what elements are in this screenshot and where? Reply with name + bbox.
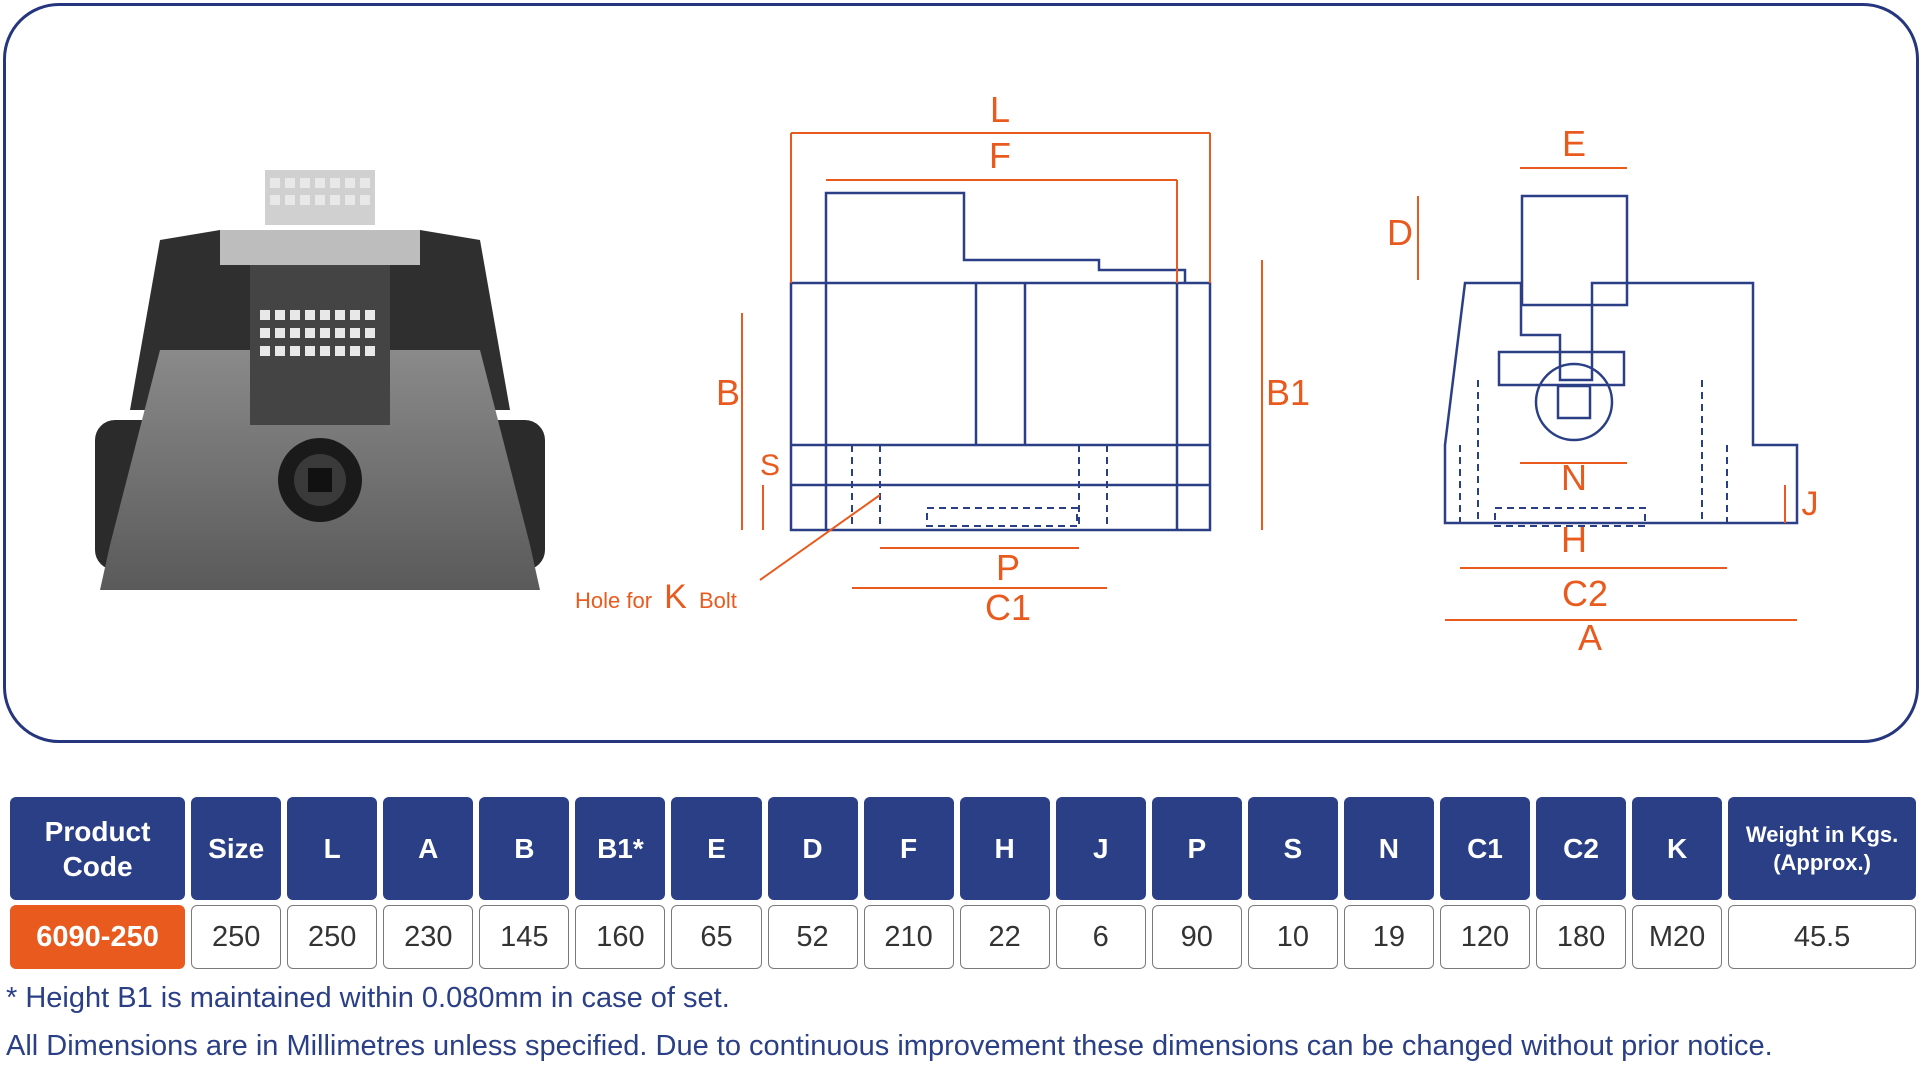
dim-label-B1: B1 <box>1266 372 1310 413</box>
header-k: K <box>1632 797 1723 900</box>
side-view-jaw <box>824 191 1187 283</box>
header-p: P <box>1151 797 1242 900</box>
cell-c2: 180 <box>1536 905 1627 969</box>
spec-table: Product Code Size L A B B1* E D F H J P … <box>4 797 1922 969</box>
dim-label-C2: C2 <box>1562 573 1608 614</box>
header-l: L <box>287 797 378 900</box>
table-row: 6090-250 250 250 230 145 160 65 52 210 2… <box>10 905 1916 969</box>
dim-label-J: J <box>1802 485 1819 523</box>
footnote-dimensions: All Dimensions are in Millimetres unless… <box>6 1030 1773 1062</box>
cell-p: 90 <box>1151 905 1242 969</box>
dim-label-E: E <box>1562 123 1586 164</box>
front-view-body <box>1443 281 1799 525</box>
cell-a: 230 <box>383 905 474 969</box>
header-a: A <box>383 797 474 900</box>
cell-b: 145 <box>479 905 570 969</box>
cell-b1: 160 <box>575 905 666 969</box>
header-weight: Weight in Kgs. (Approx.) <box>1728 797 1916 900</box>
cell-weight: 45.5 <box>1728 905 1916 969</box>
dim-label-N: N <box>1561 457 1587 498</box>
header-b1: B1* <box>575 797 666 900</box>
technical-drawing: L F B B1 S P C1 E D N H J C2 A Hole for … <box>575 89 1819 658</box>
header-b: B <box>479 797 570 900</box>
dim-label-D: D <box>1387 212 1413 253</box>
header-c1: C1 <box>1439 797 1531 900</box>
cell-s: 10 <box>1247 905 1338 969</box>
header-j: J <box>1055 797 1146 900</box>
header-size: Size <box>191 797 282 900</box>
product-photo <box>95 170 545 590</box>
header-f: F <box>863 797 954 900</box>
header-s: S <box>1247 797 1338 900</box>
cell-c1: 120 <box>1439 905 1531 969</box>
cell-l: 250 <box>287 905 378 969</box>
svg-text:Hole for K Bolt: Hole for K Bolt <box>575 578 737 616</box>
cell-k: M20 <box>1632 905 1723 969</box>
header-h: H <box>959 797 1050 900</box>
cell-n: 19 <box>1343 905 1434 969</box>
cell-f: 210 <box>863 905 954 969</box>
cell-e: 65 <box>671 905 762 969</box>
cell-j: 6 <box>1055 905 1146 969</box>
dim-label-S: S <box>760 449 780 482</box>
cell-d: 52 <box>767 905 858 969</box>
cell-h: 22 <box>959 905 1050 969</box>
dim-label-H: H <box>1561 519 1587 560</box>
dim-label-A: A <box>1578 617 1602 658</box>
hole-label-prefix: Hole for <box>575 588 652 613</box>
header-d: D <box>767 797 858 900</box>
header-product-code: Product Code <box>10 797 186 900</box>
hole-label-suffix: Bolt <box>699 588 737 613</box>
footnote-b1: * Height B1 is maintained within 0.080mm… <box>6 982 730 1014</box>
table-header-row: Product Code Size L A B B1* E D F H J P … <box>10 797 1916 900</box>
dim-label-L: L <box>990 89 1010 130</box>
dim-label-P: P <box>996 547 1020 588</box>
dim-label-B: B <box>716 372 740 413</box>
header-e: E <box>671 797 762 900</box>
header-c2: C2 <box>1536 797 1627 900</box>
side-view-body <box>789 281 1212 532</box>
hole-label-k: K <box>664 578 687 616</box>
cell-product-code: 6090-250 <box>10 905 186 969</box>
dim-label-C1: C1 <box>985 587 1031 628</box>
cell-size: 250 <box>191 905 282 969</box>
dim-label-F: F <box>989 135 1011 176</box>
header-n: N <box>1343 797 1434 900</box>
